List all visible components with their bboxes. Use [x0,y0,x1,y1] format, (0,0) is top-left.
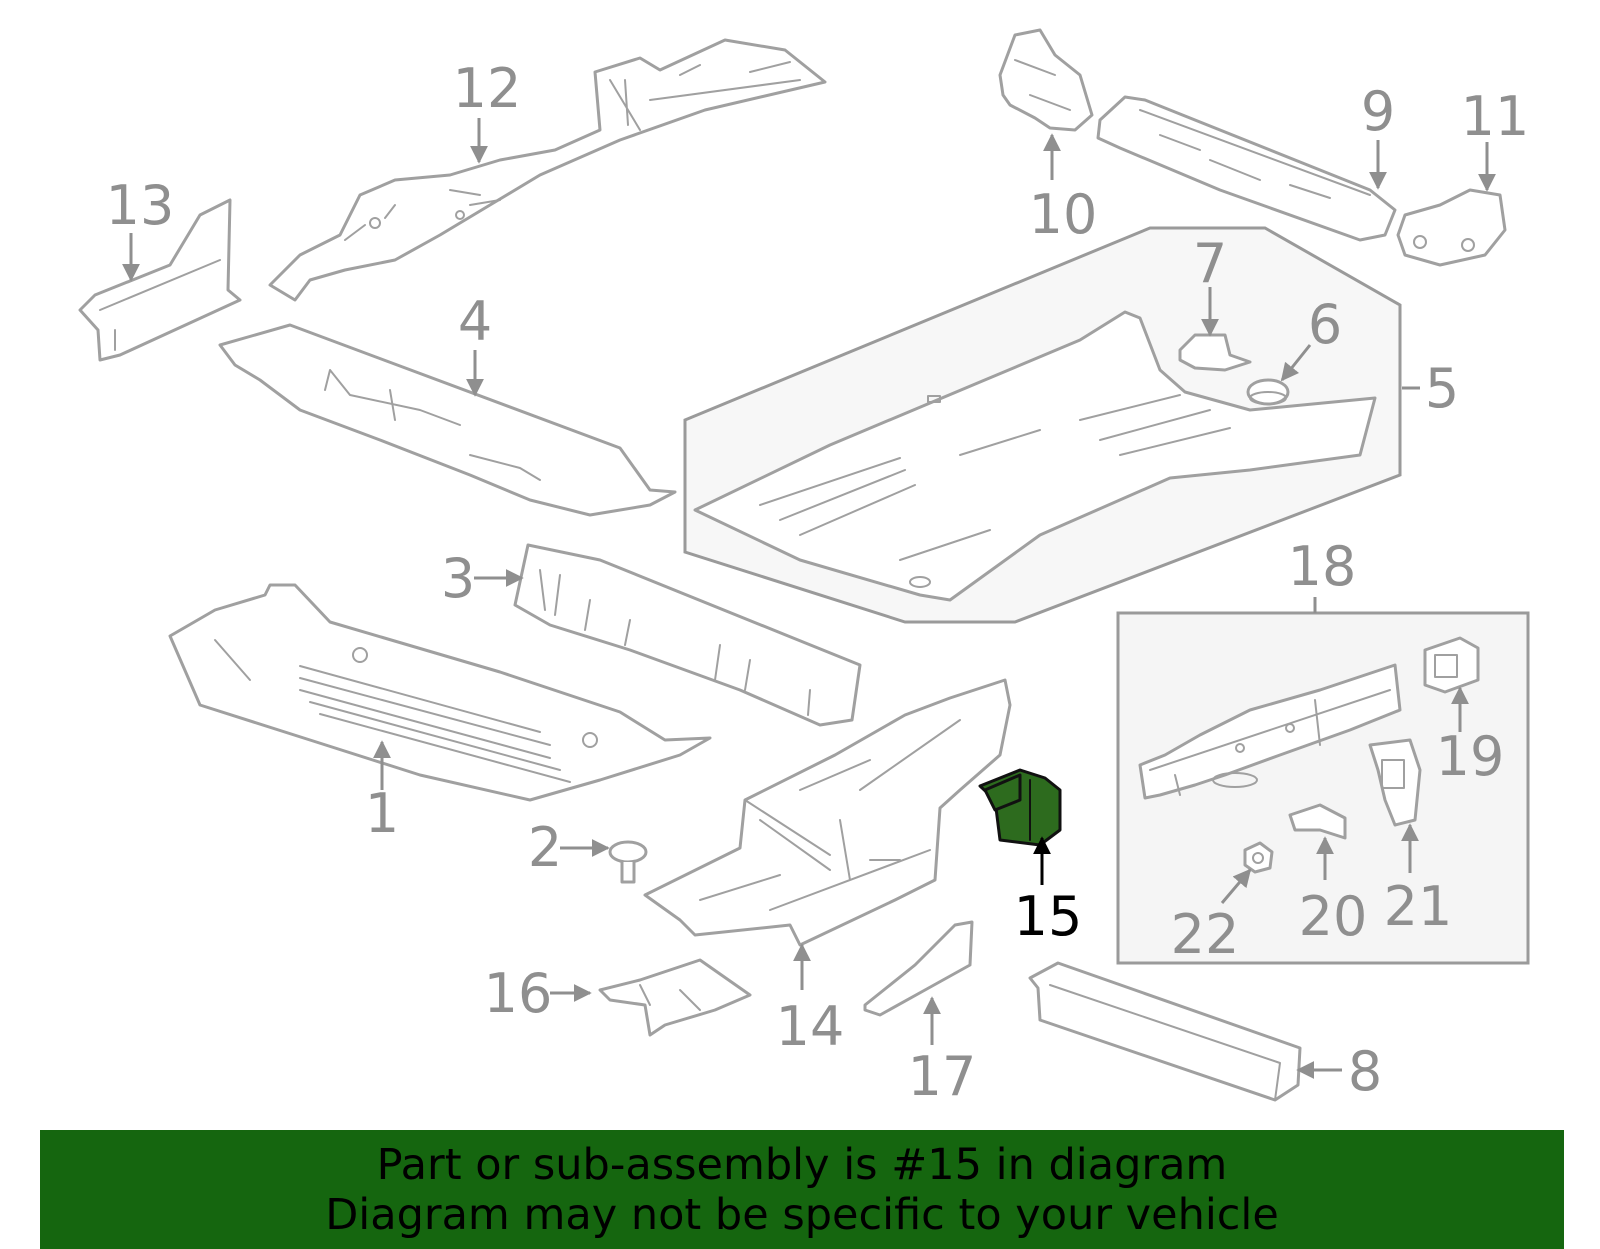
callout-15-highlighted: 15 [1014,885,1083,948]
part-4-crossmember[interactable] [218,323,677,517]
callout-11: 11 [1461,85,1530,148]
part-3-crossmember[interactable] [513,543,862,727]
part-5-floor-pan[interactable] [693,310,1377,602]
part-12-rear-rail[interactable] [268,38,827,302]
part-18-extension[interactable] [1138,663,1402,800]
callout-3: 3 [441,547,475,610]
part-2-bolt[interactable] [608,840,648,884]
callout-16: 16 [484,962,553,1025]
part-9-rail[interactable] [1096,95,1397,242]
callout-4: 4 [458,290,492,353]
callout-20: 20 [1299,885,1368,948]
leader-lines [122,118,1496,1079]
part-16-bracket[interactable] [598,958,752,1037]
callout-8: 8 [1348,1040,1382,1103]
part-15-highlighted-bracket[interactable] [978,768,1062,847]
callout-6: 6 [1308,293,1342,356]
callout-9: 9 [1361,80,1395,143]
callout-22: 22 [1171,903,1240,966]
part-22-nut[interactable] [1243,841,1274,874]
part-17-panel[interactable] [863,920,974,1017]
callout-14: 14 [776,995,845,1058]
callout-2: 2 [528,816,562,879]
part-14-front-frame[interactable] [643,678,1012,947]
callout-10: 10 [1029,183,1098,246]
part-10-bracket[interactable] [998,28,1094,132]
part-6-plug[interactable] [1246,378,1290,406]
part-11-bracket[interactable] [1396,188,1507,267]
info-banner: Part or sub-assembly is #15 in diagram D… [40,1130,1564,1249]
callout-13: 13 [106,174,175,237]
callout-12: 12 [453,57,522,120]
part-20-clip[interactable] [1288,803,1347,840]
callout-7: 7 [1193,232,1227,295]
callout-labels: 1 2 3 4 5 6 7 8 9 10 11 12 13 14 15 16 1… [106,57,1530,1108]
callout-21: 21 [1384,875,1453,938]
callout-17: 17 [908,1045,977,1108]
part-19-insert[interactable] [1423,636,1480,694]
banner-line-disclaimer: Diagram may not be specific to your vehi… [325,1189,1279,1240]
callout-5: 5 [1425,357,1459,420]
callout-1: 1 [365,782,399,845]
part-8-sill[interactable] [1028,961,1302,1102]
banner-line-part-number: Part or sub-assembly is #15 in diagram [376,1139,1228,1190]
callout-19: 19 [1436,725,1505,788]
part-21-bracket[interactable] [1368,738,1422,827]
part-13-panel[interactable] [78,198,242,362]
callout-18: 18 [1288,535,1357,598]
